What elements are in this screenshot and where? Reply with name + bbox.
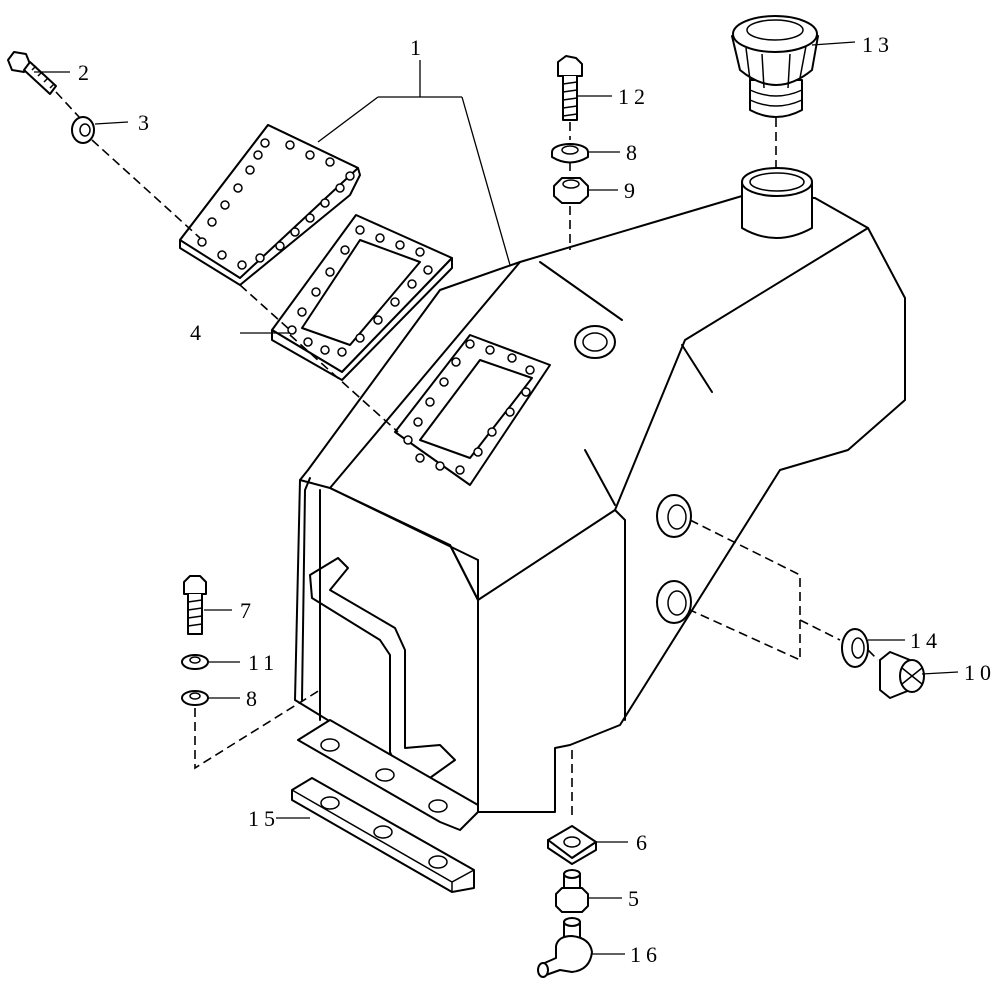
square-washer-6 — [547, 825, 597, 865]
callout-8-top: 8 — [626, 140, 642, 165]
lock-washer-11 — [181, 654, 209, 670]
lock-washer-3 — [71, 116, 95, 144]
mounting-strap-15 — [291, 777, 475, 893]
nut-9 — [553, 177, 589, 204]
callout-12: 12 — [618, 84, 650, 109]
callout-4: 4 — [190, 320, 206, 345]
fuel-tank — [294, 167, 906, 831]
bolt-2 — [7, 51, 57, 95]
bolt-12 — [557, 55, 583, 121]
washer-14 — [841, 628, 869, 668]
callout-15: 15 — [248, 806, 280, 831]
cover-plate — [179, 124, 361, 286]
callout-6: 6 — [636, 830, 652, 855]
bolt-7 — [183, 575, 207, 635]
tank-mounting-flange — [394, 334, 551, 486]
tank-side-ports — [656, 494, 692, 624]
leader-lines — [34, 41, 959, 955]
callout-1: 1 — [410, 35, 426, 60]
assembly-lines — [55, 91, 879, 820]
gasket — [271, 214, 453, 381]
washer-8-top — [551, 143, 589, 164]
filler-cap-13 — [731, 15, 819, 118]
callout-14: 14 — [910, 628, 942, 653]
washer-8-bottom — [181, 690, 209, 706]
callout-11: 11 — [248, 650, 279, 675]
callout-10: 10 — [964, 660, 996, 685]
callout-2: 2 — [78, 60, 94, 85]
elbow-fitting-16 — [537, 917, 593, 978]
callout-9: 9 — [624, 178, 640, 203]
drain-plug-10 — [879, 651, 925, 699]
callout-13: 13 — [862, 32, 894, 57]
callout-5: 5 — [628, 886, 644, 911]
callout-8-bottom: 8 — [246, 686, 262, 711]
callout-labels: 1 2 3 4 5 6 7 8 8 9 10 11 12 13 14 15 16 — [78, 32, 996, 967]
callout-16: 16 — [630, 942, 662, 967]
callout-3: 3 — [138, 110, 154, 135]
fitting-5 — [555, 869, 589, 913]
callout-7: 7 — [240, 598, 256, 623]
